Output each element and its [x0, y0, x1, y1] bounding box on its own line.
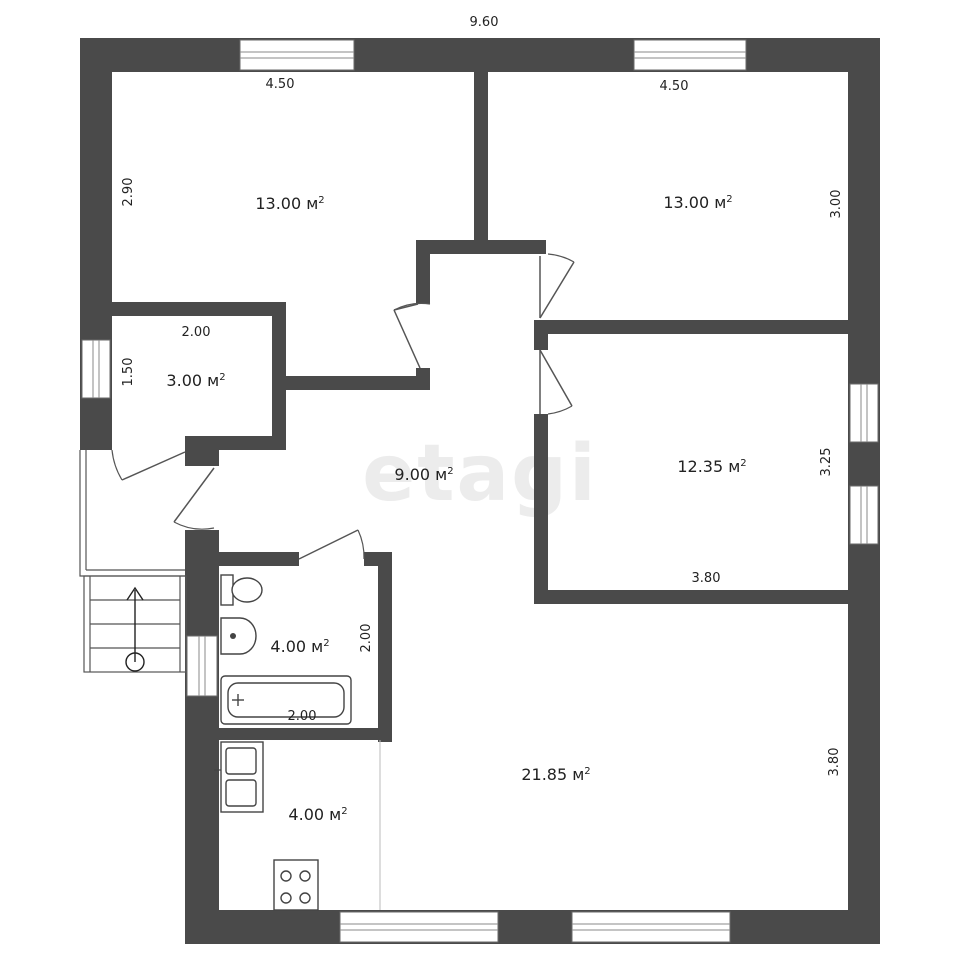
- window-left-small-room: [81, 339, 111, 399]
- door-entrance: [173, 466, 219, 530]
- toilet-icon: [220, 574, 263, 606]
- window-bottom-right: [571, 911, 731, 943]
- bathroom-height-label: 2.00: [359, 624, 374, 653]
- bedroom-right-height-label: 3.00: [829, 190, 844, 219]
- window-top-left: [239, 39, 355, 71]
- window-bathroom: [186, 635, 218, 697]
- living-height-label: 3.80: [827, 748, 842, 777]
- outer-wall-top: [80, 38, 880, 72]
- wall-mid-bedroom-stub: [534, 320, 548, 350]
- bedroom-right-width-label: 4.50: [660, 79, 689, 94]
- window-right-upper: [849, 383, 879, 443]
- overall-width-label: 9.60: [470, 15, 499, 30]
- stairs-arrow-icon: [125, 586, 145, 672]
- window-right-lower: [849, 485, 879, 545]
- outer-wall-bottom: [185, 910, 880, 944]
- wall-between-bedrooms: [474, 72, 488, 248]
- bedroom-mid-area: 12.35 м2: [677, 457, 746, 476]
- door-mid-bedroom: [539, 349, 573, 415]
- door-left-bedroom: [393, 302, 431, 369]
- wall-small-room-corner: [185, 436, 219, 466]
- wall-bath-top-left: [219, 552, 299, 566]
- kitchen-area: 4.00 м2: [288, 805, 347, 824]
- door-bathroom: [298, 529, 365, 560]
- small-room-height-label: 1.50: [121, 358, 136, 387]
- door-small-room: [111, 449, 186, 481]
- entrance-stairs: [83, 575, 187, 673]
- bathroom-area: 4.00 м2: [270, 637, 329, 656]
- hall-area: 9.00 м2: [394, 465, 453, 484]
- wall-hall-left-stub: [416, 240, 430, 304]
- small-room-width-label: 2.00: [182, 325, 211, 340]
- bedroom-mid-width-label: 3.80: [692, 571, 721, 586]
- small-room-area: 3.00 м2: [166, 371, 225, 390]
- watermark: etagi: [362, 429, 597, 519]
- door-right-bedroom: [539, 253, 575, 319]
- kitchen-sink-icon: [214, 741, 264, 813]
- bedroom-mid-height-label: 3.25: [819, 448, 834, 477]
- bedroom-left-area: 13.00 м2: [255, 194, 324, 213]
- entrance-porch: [79, 450, 185, 577]
- wall-bath-right: [378, 552, 392, 742]
- bedroom-left-width-label: 4.50: [266, 77, 295, 92]
- wall-small-room-right: [272, 302, 286, 450]
- window-top-right: [633, 39, 747, 71]
- bathtub-icon: [220, 675, 352, 725]
- stove-icon: [273, 859, 319, 911]
- wall-mid-bedroom-top: [534, 320, 848, 334]
- living-area: 21.85 м2: [521, 765, 590, 784]
- wall-left-bedroom-bottom: [286, 376, 430, 390]
- outer-wall-left-lower: [185, 530, 219, 944]
- bathroom-width-label: 2.00: [288, 709, 317, 724]
- wall-hall-top: [416, 240, 546, 254]
- wall-small-room-top: [80, 302, 286, 316]
- bedroom-left-height-label: 2.90: [121, 178, 136, 207]
- bedroom-right-area: 13.00 м2: [663, 193, 732, 212]
- window-bottom-left: [339, 911, 499, 943]
- wall-mid-bedroom-left: [534, 414, 548, 604]
- wall-mid-bedroom-bottom: [534, 590, 848, 604]
- wall-bath-bottom: [219, 728, 392, 740]
- sink-icon: [220, 617, 257, 655]
- wall-left-bedroom-stub: [416, 368, 430, 390]
